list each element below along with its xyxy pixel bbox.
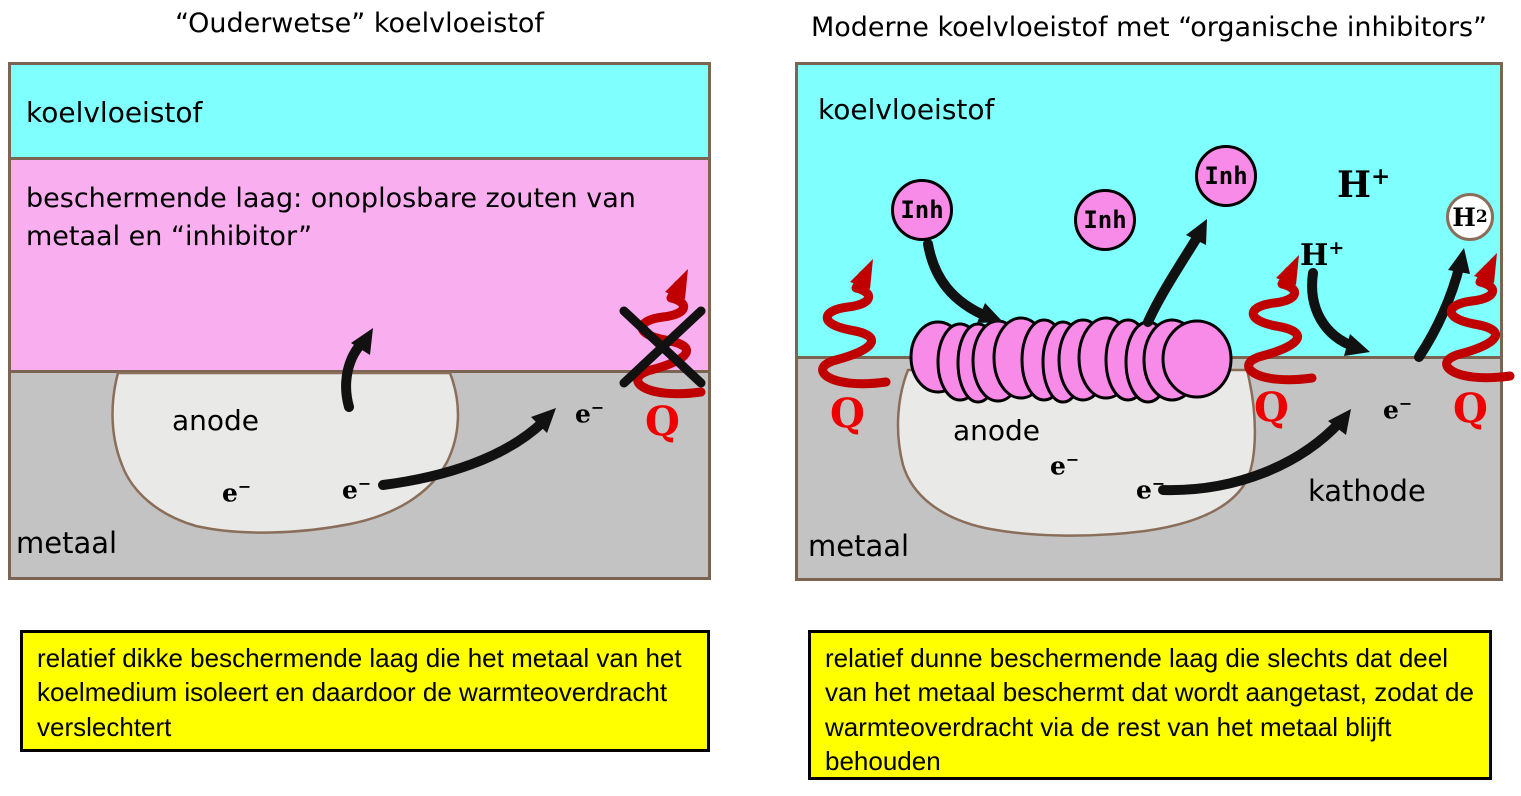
right-metal-label: metaal bbox=[808, 529, 910, 563]
electron-base: e bbox=[342, 475, 358, 505]
electron-symbol: e− bbox=[342, 474, 371, 504]
right-coolant-label: koelvloeistof bbox=[818, 93, 995, 126]
electron-charge: − bbox=[590, 398, 605, 417]
left-protective-layer-label: beschermende laag: onoplosbare zouten va… bbox=[26, 183, 636, 253]
inhibitor-label: Inh bbox=[900, 196, 944, 224]
left-metal-label: metaal bbox=[16, 526, 118, 560]
hydrogen-ion-charge: + bbox=[1371, 163, 1391, 190]
electron-symbol: e− bbox=[1136, 474, 1165, 504]
electron-base: e bbox=[575, 399, 591, 429]
heat-q-label: Q bbox=[645, 398, 680, 445]
electron-base: e bbox=[1050, 451, 1066, 481]
hydrogen-gas-sub: 2 bbox=[1475, 207, 1488, 227]
right-panel-title: Moderne koelvloeistof met “organische in… bbox=[810, 12, 1488, 43]
left-panel-title: “Ouderwetse” koelvloeistof bbox=[175, 8, 544, 39]
electron-base: e bbox=[1383, 395, 1399, 425]
electron-charge: − bbox=[1151, 474, 1166, 493]
electron-symbol: e− bbox=[222, 477, 251, 507]
hydrogen-ion-symbol: H+ bbox=[1337, 163, 1390, 206]
hydrogen-gas-base: H bbox=[1452, 202, 1476, 232]
inhibitor-label: Inh bbox=[1083, 206, 1127, 234]
hydrogen-ion-charge: + bbox=[1328, 237, 1345, 259]
electron-base: e bbox=[222, 478, 238, 508]
right-anode-label: anode bbox=[953, 414, 1041, 447]
right-caption-box: relatief dunne beschermende laag die sle… bbox=[808, 630, 1492, 780]
inhibitor-molecule: Inh bbox=[891, 179, 953, 241]
hydrogen-ion-base: H bbox=[1300, 238, 1329, 273]
inhibitor-molecule: Inh bbox=[1074, 189, 1136, 251]
heat-q-label: Q bbox=[1453, 385, 1488, 432]
electron-symbol: e− bbox=[1050, 450, 1079, 480]
inhibitor-label: Inh bbox=[1204, 162, 1248, 190]
right-cathode-label: kathode bbox=[1308, 474, 1426, 508]
heat-q-label: Q bbox=[1254, 384, 1289, 431]
left-caption-box: relatief dikke beschermende laag die het… bbox=[20, 630, 710, 752]
electron-charge: − bbox=[1065, 450, 1080, 469]
electron-symbol: e− bbox=[1383, 394, 1412, 424]
hydrogen-ion-symbol: H+ bbox=[1300, 237, 1344, 273]
inhibitor-molecule: Inh bbox=[1195, 145, 1257, 207]
heat-q-label: Q bbox=[830, 390, 865, 437]
left-coolant-label: koelvloeistof bbox=[26, 96, 203, 129]
left-anode-label: anode bbox=[172, 404, 260, 437]
left-coolant-band bbox=[11, 65, 708, 160]
electron-charge: − bbox=[357, 474, 372, 493]
electron-charge: − bbox=[237, 477, 252, 496]
hydrogen-ion-base: H bbox=[1337, 164, 1372, 206]
electron-charge: − bbox=[1398, 394, 1413, 413]
electron-base: e bbox=[1136, 475, 1152, 505]
electron-symbol: e− bbox=[575, 398, 604, 428]
